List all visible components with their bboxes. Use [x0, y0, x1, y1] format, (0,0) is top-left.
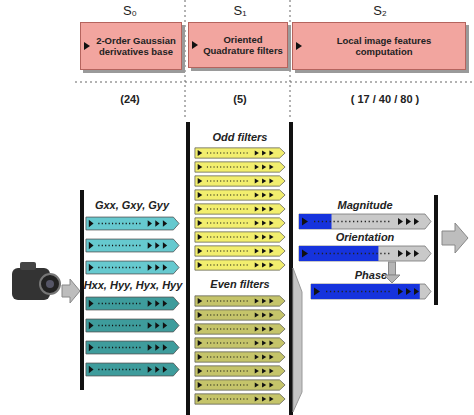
stage-separator: [75, 82, 472, 83]
pipeline-bar: [298, 245, 432, 262]
bar-triangle: [406, 250, 411, 257]
stage-label: S₂: [350, 3, 410, 18]
pipeline-bar: [86, 341, 179, 354]
stage-bar: [289, 122, 293, 415]
bar-triangle: [302, 250, 308, 258]
arrow-triangle: [192, 41, 198, 49]
bar-body: [299, 214, 431, 229]
arrow-head: [384, 275, 400, 283]
box-text: Oriented Quadrature filters: [203, 34, 283, 57]
pipeline-bar: [195, 338, 285, 348]
group-label: Odd filters: [190, 131, 290, 143]
flow-arrow: [384, 262, 400, 283]
pipeline-bar: [195, 246, 285, 256]
bar-dots: [314, 253, 392, 254]
stage-label: S₁: [210, 3, 270, 18]
box-text: Local image features computation: [307, 35, 461, 58]
bar-dots: [326, 291, 392, 292]
group-label: Even filters: [190, 278, 290, 290]
bar-active: [311, 284, 420, 299]
group-label: Gxx, Gxy, Gyy: [80, 199, 184, 211]
bar-triangle: [398, 218, 403, 225]
bar-heading: Magnitude: [298, 199, 432, 211]
funnel-shape: [293, 268, 302, 412]
arrow-triangle: [296, 42, 302, 50]
pipeline-bar: [86, 217, 179, 230]
process-box: Local image features computation: [292, 22, 466, 70]
count-label: (24): [100, 93, 160, 105]
pipeline-bar: [195, 366, 285, 376]
pipeline-bar: [195, 218, 285, 228]
pipeline-bar: [86, 363, 179, 376]
pipeline-bar: [86, 261, 179, 274]
process-box: Oriented Quadrature filters: [188, 22, 288, 68]
bar-triangle: [406, 288, 411, 295]
feature-bar: Phase: [310, 283, 432, 300]
count-label: ( 17 / 40 / 80 ): [325, 93, 445, 105]
input-arrow: [62, 279, 80, 303]
bar-triangle: [314, 288, 320, 296]
stage-separator: [290, 0, 291, 120]
pipeline-bar: [195, 148, 285, 158]
pipeline-bar: [195, 176, 285, 186]
bar-body: [311, 284, 431, 299]
arrow-triangle: [84, 42, 90, 50]
bar-triangle: [302, 218, 308, 226]
bar-active: [299, 246, 378, 261]
bar-dots: [314, 221, 392, 222]
camera-lens: [40, 274, 60, 294]
bar-triangle: [406, 218, 411, 225]
pipeline-bar: [195, 296, 285, 306]
feature-bar: Orientation: [298, 245, 432, 262]
bar-triangle: [398, 288, 403, 295]
pipeline-bar: [298, 213, 432, 230]
pipeline-bar: [195, 162, 285, 172]
bar-body: [299, 246, 431, 261]
camera-lens: [46, 280, 54, 288]
stage-bar: [186, 122, 190, 415]
bar-heading: Phase: [310, 269, 432, 281]
pipeline-bar: [195, 310, 285, 320]
pipeline-bar: [195, 204, 285, 214]
camera-top: [20, 262, 36, 270]
pipeline-bar: [195, 352, 285, 362]
bar-triangle: [414, 218, 419, 225]
pipeline-bar: [195, 324, 285, 334]
stage-bar: [80, 190, 84, 390]
process-box: 2-Order Gaussian derivatives base: [80, 22, 182, 70]
pipeline-bar: [195, 190, 285, 200]
stage-separator: [185, 0, 186, 120]
stage-bar: [434, 195, 438, 305]
pipeline-bar: [195, 394, 285, 404]
bar-triangle: [398, 250, 403, 257]
output-arrow: [442, 223, 468, 253]
bar-triangle: [414, 250, 419, 257]
pipeline-bar: [86, 239, 179, 252]
bar-triangle: [414, 288, 419, 295]
pipeline-bar: [310, 283, 432, 300]
feature-bar: Magnitude: [298, 213, 432, 230]
bar-heading: Orientation: [298, 231, 432, 243]
pipeline-bar: [86, 319, 179, 332]
group-label: Hxx, Hyy, Hyx, Hyy: [81, 279, 185, 291]
count-label: (5): [210, 93, 270, 105]
pipeline-bar: [86, 297, 179, 310]
stage-label: S₀: [100, 3, 160, 18]
pipeline-bar: [195, 260, 285, 270]
box-text: 2-Order Gaussian derivatives base: [95, 35, 177, 58]
arrow-shaft: [389, 262, 396, 275]
pipeline-bar: [195, 380, 285, 390]
pipeline-bar: [195, 232, 285, 242]
